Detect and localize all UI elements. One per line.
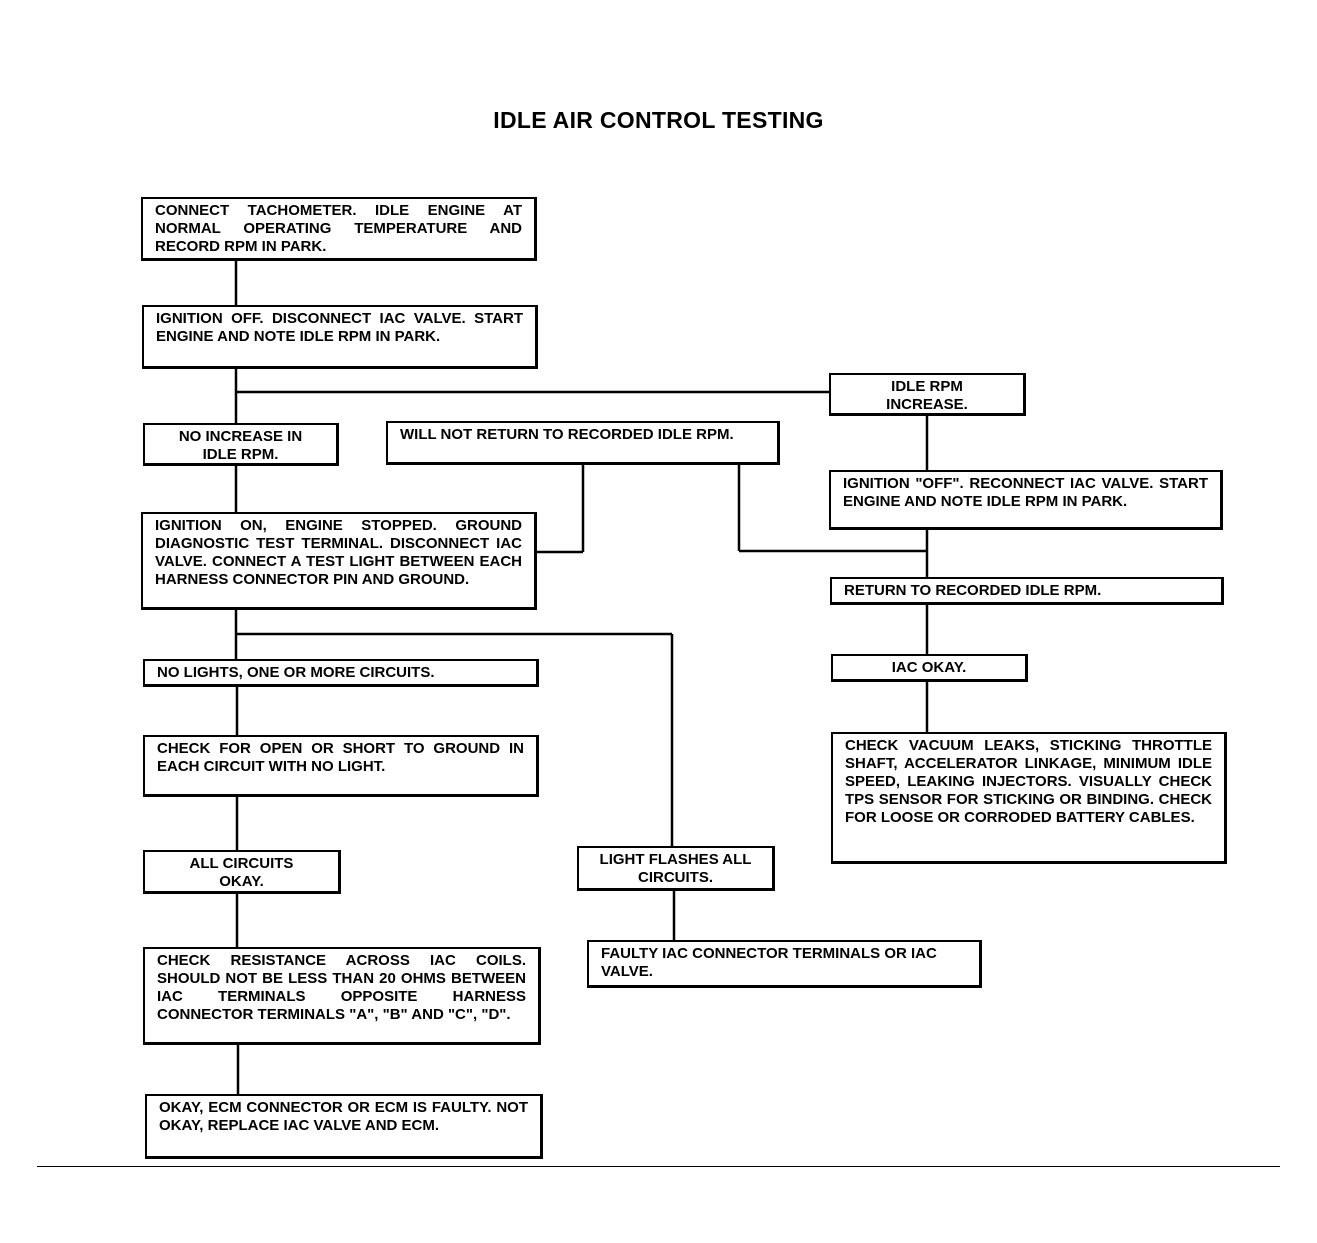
step-text: IGNITION ON, ENGINE STOPPED. GROUND DIAG…: [155, 517, 522, 588]
step-connect-tachometer: CONNECT TACHOMETER. IDLE ENGINE AT NORMA…: [141, 197, 537, 261]
step-ignition-off-reconnect: IGNITION "OFF". RECONNECT IAC VALVE. STA…: [829, 470, 1223, 530]
step-text: NO LIGHTS, ONE OR MORE CIRCUITS.: [157, 664, 435, 681]
step-text: CHECK VACUUM LEAKS, STICKING THROTTLE SH…: [845, 737, 1212, 826]
step-will-not-return: WILL NOT RETURN TO RECORDED IDLE RPM.: [386, 421, 780, 465]
step-return-to-recorded: RETURN TO RECORDED IDLE RPM.: [830, 577, 1224, 605]
step-text: CONNECT TACHOMETER. IDLE ENGINE AT NORMA…: [155, 202, 522, 255]
step-ignition-off-disconnect: IGNITION OFF. DISCONNECT IAC VALVE. STAR…: [142, 305, 538, 369]
step-ignition-on-test-light: IGNITION ON, ENGINE STOPPED. GROUND DIAG…: [141, 512, 537, 610]
page-title: IDLE AIR CONTROL TESTING: [493, 107, 824, 133]
step-all-circuits-okay: ALL CIRCUITS OKAY.: [143, 850, 341, 894]
step-okay-ecm: OKAY, ECM CONNECTOR OR ECM IS FAULTY. NO…: [145, 1094, 543, 1159]
step-text: WILL NOT RETURN TO RECORDED IDLE RPM.: [400, 426, 734, 443]
step-check-vacuum-leaks: CHECK VACUUM LEAKS, STICKING THROTTLE SH…: [831, 732, 1227, 864]
step-idle-rpm-increase: IDLE RPM INCREASE.: [829, 373, 1026, 416]
step-text: LIGHT FLASHES ALL CIRCUITS.: [599, 851, 752, 886]
step-light-flashes: LIGHT FLASHES ALL CIRCUITS.: [577, 846, 775, 891]
step-no-lights: NO LIGHTS, ONE OR MORE CIRCUITS.: [143, 659, 539, 687]
step-check-resistance: CHECK RESISTANCE ACROSS IAC COILS. SHOUL…: [143, 947, 541, 1045]
step-text: IGNITION OFF. DISCONNECT IAC VALVE. STAR…: [156, 310, 523, 345]
step-no-increase: NO INCREASE IN IDLE RPM.: [143, 423, 339, 466]
step-text: CHECK FOR OPEN OR SHORT TO GROUND IN EAC…: [157, 740, 524, 775]
step-text: NO INCREASE IN IDLE RPM.: [178, 428, 303, 463]
step-text: CHECK RESISTANCE ACROSS IAC COILS. SHOUL…: [157, 952, 526, 1023]
bottom-divider: [37, 1166, 1280, 1167]
step-faulty-connector: FAULTY IAC CONNECTOR TERMINALS OR IAC VA…: [587, 940, 982, 988]
step-text: IAC OKAY.: [891, 659, 967, 676]
step-check-open-short: CHECK FOR OPEN OR SHORT TO GROUND IN EAC…: [143, 735, 539, 797]
step-text: OKAY, ECM CONNECTOR OR ECM IS FAULTY. NO…: [159, 1099, 528, 1134]
step-text: ALL CIRCUITS OKAY.: [189, 855, 294, 890]
step-text: FAULTY IAC CONNECTOR TERMINALS OR IAC VA…: [601, 945, 937, 980]
step-text: IGNITION "OFF". RECONNECT IAC VALVE. STA…: [843, 475, 1208, 510]
step-iac-okay: IAC OKAY.: [831, 654, 1028, 682]
step-text: IDLE RPM INCREASE.: [886, 378, 968, 413]
step-text: RETURN TO RECORDED IDLE RPM.: [844, 582, 1102, 599]
